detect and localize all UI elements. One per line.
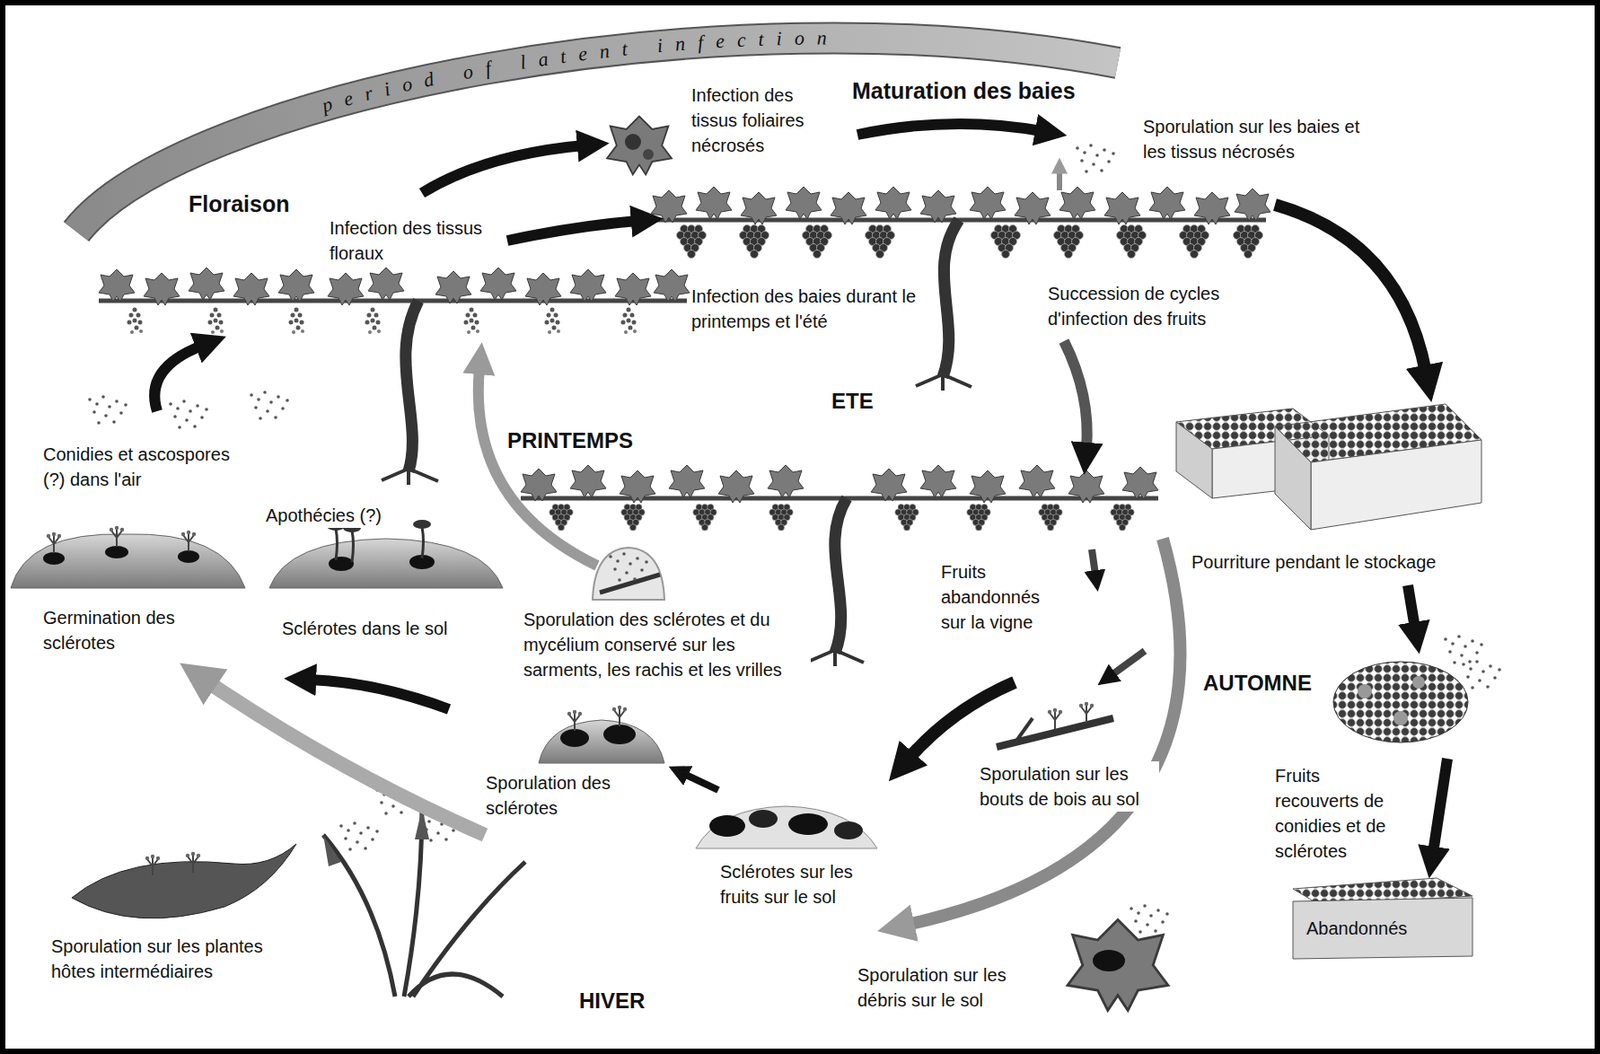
stage-label: Conidies et ascospores (?) dans l'air [43, 441, 250, 493]
vine-summer [650, 143, 1271, 391]
season-label: ETE [831, 387, 874, 415]
stage-label: Sporulation sur les débris sur le sol [857, 962, 1029, 1013]
stage-label: Succession de cycles d'infection des fru… [1047, 281, 1237, 332]
stage-label: Germination des sclérotes [43, 605, 178, 656]
stage-label: Sporulation des sclérotes et du mycélium… [523, 606, 811, 683]
stage-title: Floraison [188, 190, 291, 218]
stage-label: Pourriture pendant le stockage [1191, 549, 1436, 575]
stage-label: Sporulation sur les plantes hôtes interm… [51, 933, 294, 985]
sclerotia-on-fruits [695, 806, 878, 849]
stage-label: Infection des baies durant le printemps … [691, 283, 925, 335]
stage-label: Infection des tissus floraux [329, 215, 501, 266]
season-label: PRINTEMPS [507, 427, 633, 455]
rotten-grape-pile [1333, 634, 1502, 743]
stage-label: Fruits abandonnés sur la vigne [940, 559, 1049, 635]
sporulating-sclerotia [538, 705, 665, 764]
stage-label: Fruits recouverts de conidies et de sclé… [1274, 763, 1397, 864]
stage-label: Sclérotes sur les fruits sur le sol [720, 859, 873, 910]
storage-crates [1176, 404, 1482, 530]
wood-on-soil [996, 702, 1114, 748]
apothecia-soil [269, 519, 503, 589]
latent-period-band: period of latent infection [76, 26, 1118, 232]
season-label: AUTOMNE [1203, 669, 1312, 697]
stage-label: Sporulation sur les baies et les tissus … [1142, 114, 1368, 165]
crate-label: Abandonnés [1306, 915, 1407, 941]
intermediate-host-leaf [71, 843, 297, 919]
stage-label: Sporulation sur les bouts de bois au sol [979, 761, 1160, 812]
stage-title: Maturation des baies [852, 77, 1076, 105]
cycle-arrows [154, 123, 1448, 925]
stage-label: Sporulation des sclérotes [485, 770, 612, 821]
germinating-sclerotia-soil [10, 390, 290, 589]
debris-leaf [1067, 904, 1170, 1011]
stage-label: Apothécies (?) [265, 502, 382, 528]
stage-label: Infection des tissus foliaires nécrosés [691, 82, 840, 159]
stage-label: Sclérotes dans le sol [281, 615, 449, 642]
abandoned-crate [1292, 878, 1473, 959]
season-label: HIVER [579, 987, 645, 1015]
sporulation-dome [592, 547, 665, 600]
infected-leaf [606, 116, 672, 176]
